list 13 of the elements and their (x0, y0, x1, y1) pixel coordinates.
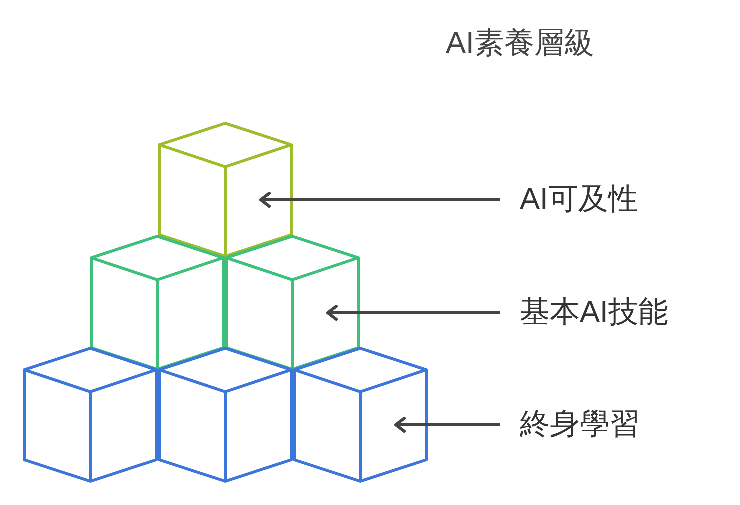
level-label: AI可及性 (500, 180, 638, 220)
cube (293, 347, 428, 483)
cube (158, 347, 293, 483)
cube (158, 122, 293, 258)
arrow (260, 192, 500, 208)
level-label: 終身學習 (500, 405, 640, 445)
cube (225, 235, 360, 371)
diagram-title: AI素養層級 (446, 26, 594, 62)
level-label: 基本AI技能 (500, 293, 668, 333)
arrow (326, 305, 500, 321)
cube (90, 235, 225, 371)
arrow (394, 417, 500, 433)
cube (23, 347, 158, 483)
